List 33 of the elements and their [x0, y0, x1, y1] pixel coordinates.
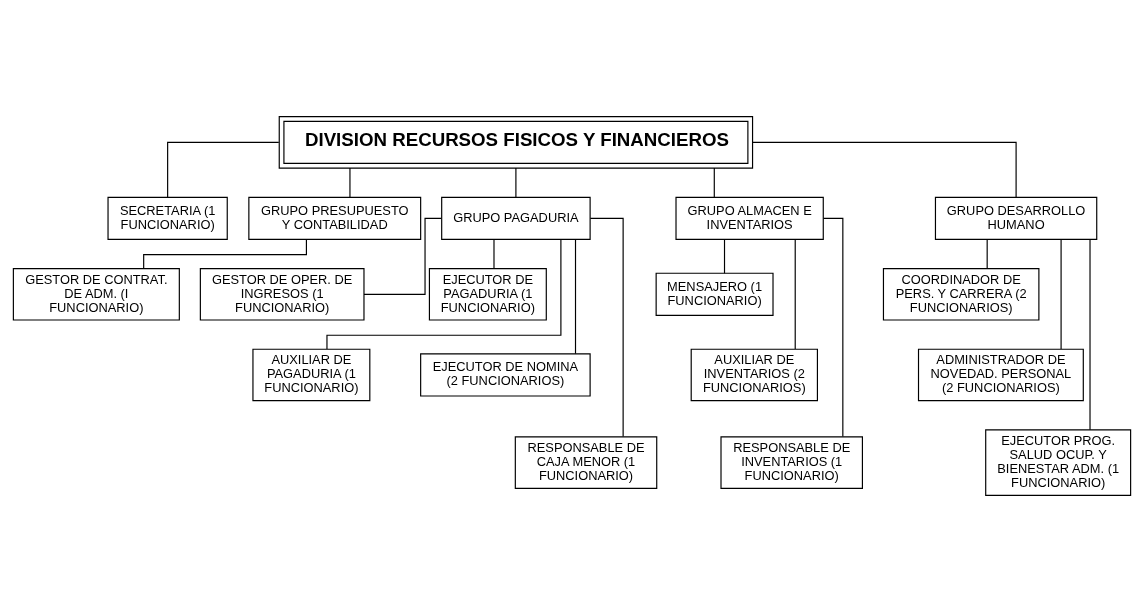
connector [713, 167, 715, 198]
node-box: AUXILIAR DE PAGADURIA (1 FUNCIONARIO) [252, 348, 371, 402]
node-box: EJECUTOR PROG. SALUD OCUP. Y BIENESTAR ADM. (1 FUNCIONARIO) [985, 429, 1132, 496]
connector [986, 238, 988, 269]
node-box: COORDINADOR DE PERS. Y CARRERA (2 FUNCIONARIOS) [882, 268, 1040, 321]
node-box: EJECUTOR DE NOMINA (2 FUNCIONARIOS) [420, 353, 591, 397]
node-box: DIVISION RECURSOS FISICOS Y FINANCIEROS [278, 116, 754, 169]
node-box: SECRETARIA (1 FUNCIONARIO) [107, 196, 228, 240]
connector [1060, 238, 1062, 350]
connector [363, 217, 442, 295]
connector [167, 141, 280, 198]
node-box: GRUPO DESARROLLO HUMANO [934, 196, 1098, 240]
node-box: GRUPO ALMACEN E INVENTARIOS [675, 196, 824, 240]
connector [752, 141, 1017, 198]
node-box: GESTOR DE OPER. DE INGRESOS (1 FUNCIONARIO) [199, 268, 365, 321]
node-box: ADMINISTRADOR DE NOVEDAD. PERSONAL (2 FUNCIONARIOS) [917, 348, 1084, 402]
node-box: GESTOR DE CONTRAT. DE ADM. (I FUNCIONARIO) [12, 268, 180, 321]
connector [589, 217, 624, 438]
connector [723, 238, 726, 274]
node-box: MENSAJERO (1 FUNCIONARIO) [655, 272, 774, 316]
node-box: RESPONSABLE DE INVENTARIOS (1 FUNCIONARIO) [720, 436, 863, 489]
connector [349, 167, 351, 198]
connector [822, 217, 844, 438]
node-box: EJECUTOR DE PAGADURIA (1 FUNCIONARIO) [428, 268, 547, 321]
connector [794, 238, 796, 350]
connector [574, 238, 577, 355]
node-box: GRUPO PRESUPUESTO Y CONTABILIDAD [248, 196, 422, 240]
node-box: AUXILIAR DE INVENTARIOS (2 FUNCIONARIOS) [690, 348, 818, 402]
connector [493, 238, 495, 269]
connector [515, 167, 517, 198]
node-box: RESPONSABLE DE CAJA MENOR (1 FUNCIONARIO) [514, 436, 658, 489]
node-box: GRUPO PAGADURIA [441, 196, 591, 240]
connector [1089, 239, 1091, 431]
